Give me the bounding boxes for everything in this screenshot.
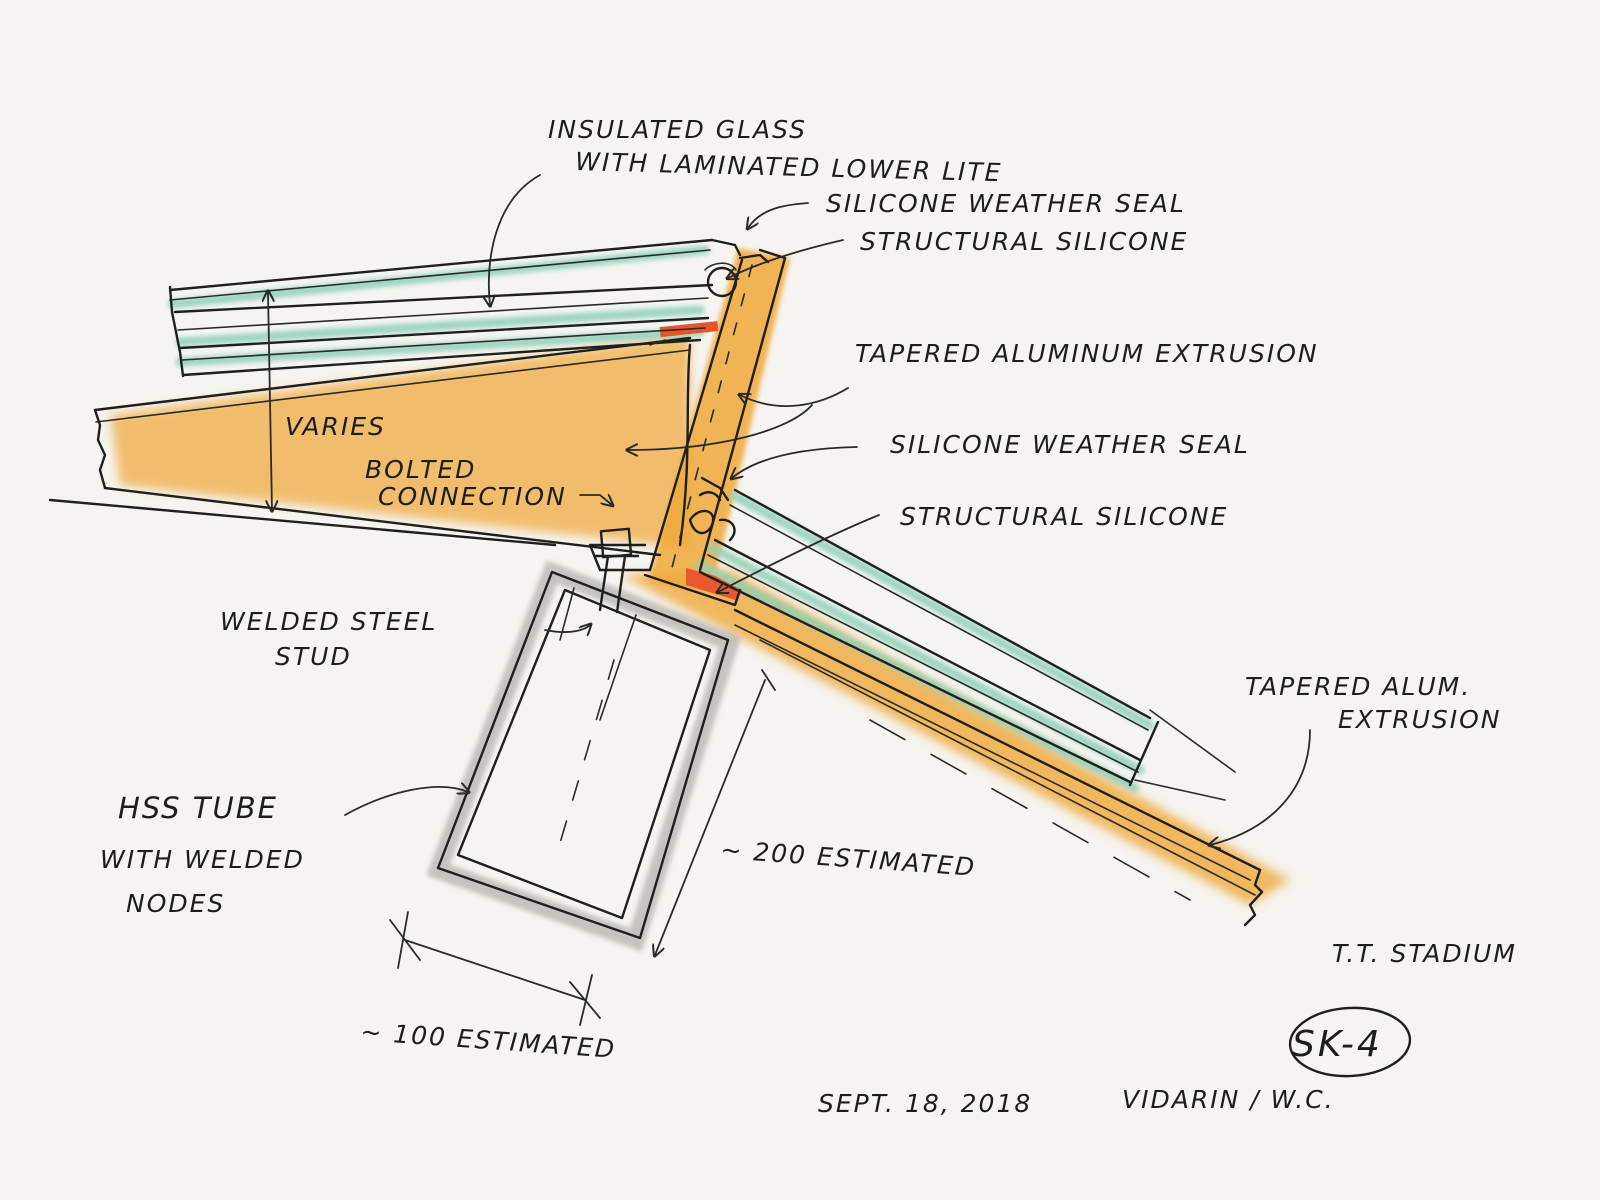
lower-silicone-beads [688,476,736,542]
label-hss-1: HSS TUBE [118,791,278,825]
lower-glass-lines [698,488,1236,801]
lower-glass-green [695,491,1155,793]
label-silicone-seal-top: SILICONE WEATHER SEAL [826,189,1186,218]
label-tapered-alum-2: EXTRUSION [1338,705,1501,734]
bolted-connection-bolt [594,527,640,614]
upper-extrusion-wash [110,335,690,548]
label-date: SEPT. 18, 2018 [818,1089,1032,1118]
label-tapered-alum-1: TAPERED ALUM. [1245,672,1471,701]
label-insulated-glass-2: WITH LAMINATED LOWER LITE [575,147,1003,187]
label-hss-2: WITH WELDED [100,845,305,874]
dim-100-line [389,911,601,1026]
label-structural-silicone-top: STRUCTURAL SILICONE [860,227,1188,256]
upper-extrusion-outline [48,336,692,557]
label-bolted-2: CONNECTION [378,482,567,511]
label-sheet: SK-4 [1292,1024,1383,1065]
sheet-number-ring [1288,1006,1412,1078]
mullion-outline [588,248,787,607]
label-dim-200: ~ 200 ESTIMATED [720,835,977,882]
label-stud-1: WELDED STEEL [220,607,437,636]
label-varies: VARIES [285,412,386,441]
label-stud-2: STUD [275,642,352,671]
label-bolted-1: BOLTED [365,455,476,484]
label-project: T.T. STADIUM [1332,939,1517,968]
label-silicone-seal-mid: SILICONE WEATHER SEAL [890,430,1250,459]
dim-200-line [655,669,776,955]
lower-extrusion-outline [733,608,1264,927]
label-dim-100: ~ 100 ESTIMATED [360,1017,617,1064]
label-structural-silicone-mid: STRUCTURAL SILICONE [900,502,1228,531]
leader-lines [344,174,1311,845]
label-insulated-glass-1: INSULATED GLASS [548,115,807,144]
label-tapered-extrusion: TAPERED ALUMINUM EXTRUSION [855,339,1319,368]
varies-dimension [268,292,272,510]
label-author: VIDARIN / W.C. [1122,1085,1335,1114]
label-hss-3: NODES [126,889,225,918]
